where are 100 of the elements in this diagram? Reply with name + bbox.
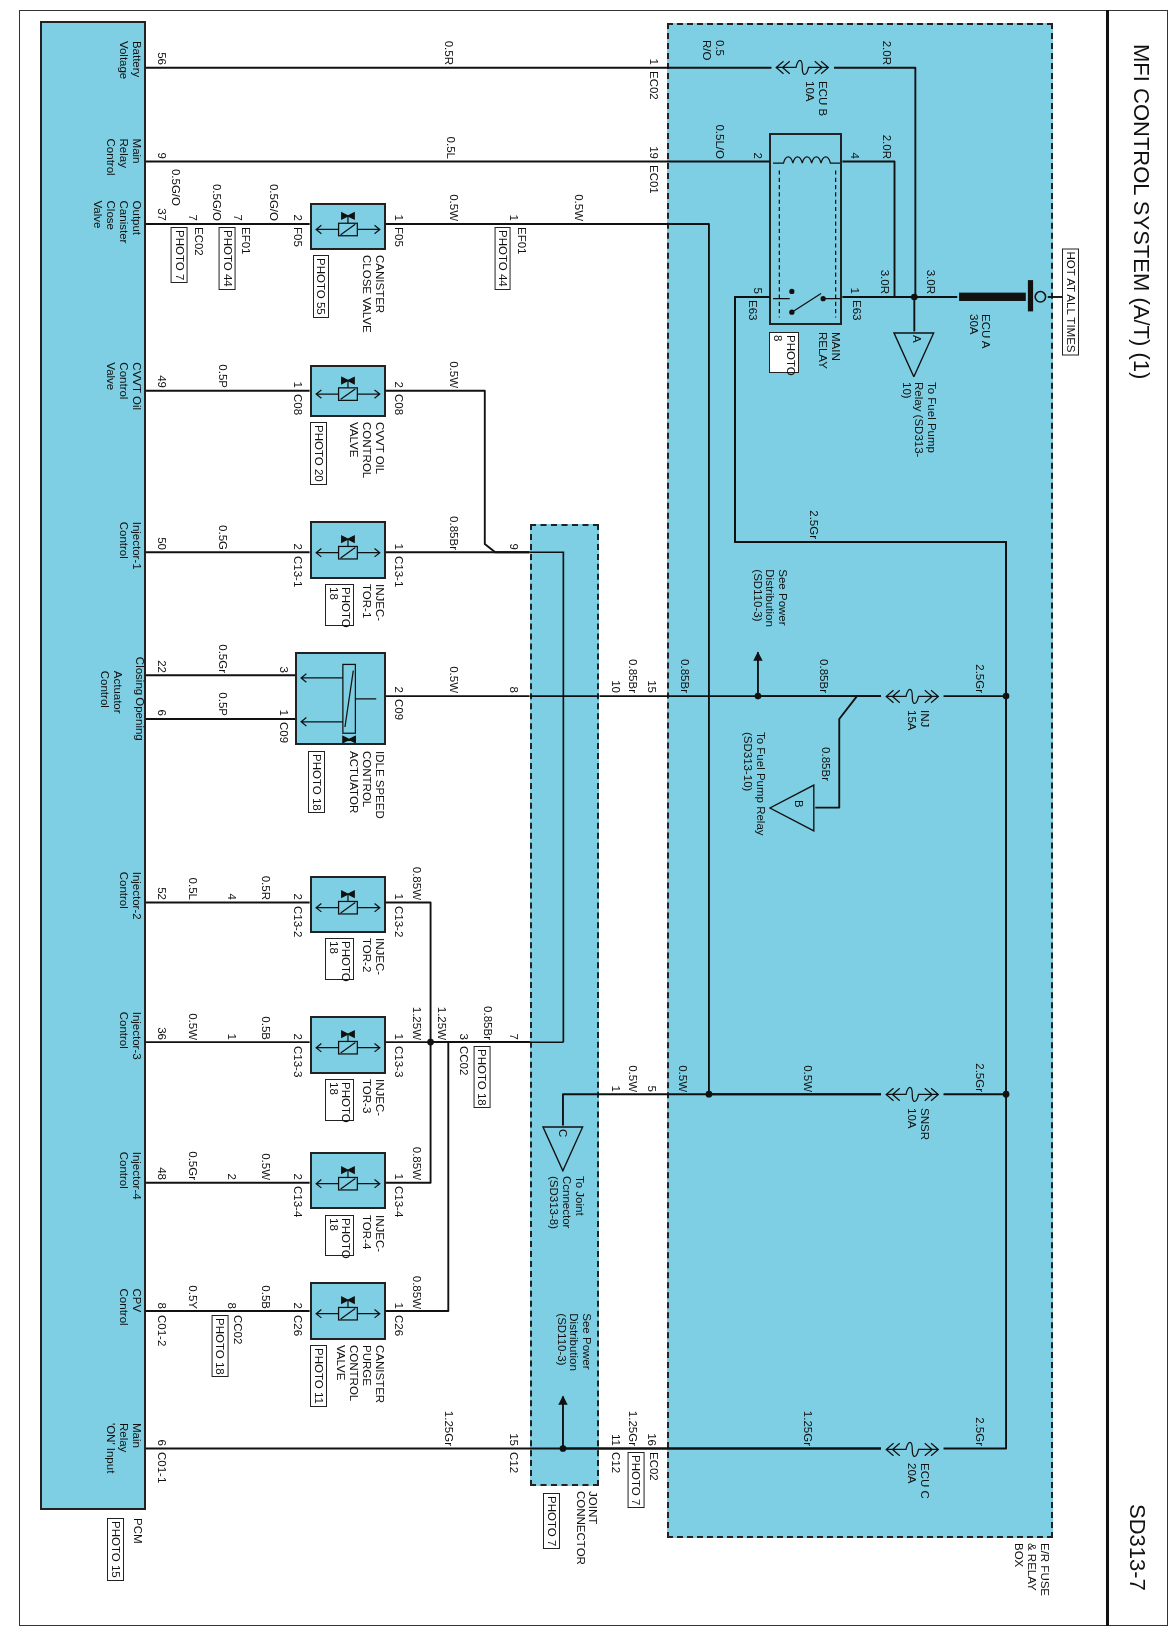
pin-number: 9 (155, 152, 169, 159)
photo-reference-tag: PHOTO 18 (324, 1214, 355, 1257)
pin-function-label: Actuator Control (98, 670, 125, 716)
connector-id: C09 (277, 722, 290, 744)
pin-function-label: CPV Control (117, 1288, 146, 1335)
component-name: INJEC- TOR-3 (359, 1079, 386, 1119)
pin-number: 2 (751, 152, 765, 159)
pin-function-label: Output Canister Close Valve (91, 200, 146, 248)
pin-function-label: Injector-4 Control (117, 1152, 146, 1215)
photo-reference-tag: PHOTO 20 (310, 422, 328, 485)
pin-number: 1 (391, 543, 405, 550)
photo-reference-tag: PHOTO 15 (107, 1517, 125, 1581)
pin-number: 5 (645, 1085, 659, 1092)
supply-label: HOT AT ALL TIMES (1062, 248, 1080, 356)
pin-number: 2 (290, 1033, 304, 1040)
wire (562, 1093, 882, 1127)
connector-id: E63 (850, 300, 864, 321)
reference-note: To Fuel Pump Relay (SD313-10) (741, 731, 768, 838)
connector-id: C01-1 (155, 1452, 169, 1484)
wire-spec-label: 0.5Gr (186, 1151, 200, 1181)
wire-spec-label: 0.5W (186, 1012, 200, 1040)
wire-spec-label: 0.5G/O (168, 168, 182, 206)
wire (384, 695, 531, 698)
connector-id: C13-1 (391, 555, 405, 587)
pin-number: 1 (507, 214, 521, 222)
wire-spec-label: 0.5P (215, 364, 229, 388)
component-name: CANISTER PURGE CONTROL VALVE (334, 1344, 386, 1406)
wire-spec-label: 0.85W (410, 1147, 424, 1181)
wire-spec-label: 1.25Gr (801, 1410, 815, 1447)
pin-number: 22 (155, 659, 169, 673)
wire-spec-label: 0.5W (447, 194, 460, 222)
photo-reference-tag: PHOTO 7 (542, 1492, 560, 1550)
pin-number: 10 (608, 680, 622, 694)
connector-id: EC02 (647, 70, 661, 100)
reference-letter: A (909, 334, 923, 343)
photo-reference-tag: PHOTO 18 (324, 583, 355, 626)
wire (913, 296, 958, 333)
component-name: IDLE SPEED CONTROL ACTUATOR (347, 750, 386, 821)
connector-id: C13-1 (290, 555, 304, 587)
pin-function-label: Main Relay 'ON' Input (104, 1423, 146, 1476)
photo-reference-tag: PHOTO 7 (627, 1452, 645, 1509)
pin-number: 5 (751, 287, 765, 295)
component-name: INJEC- TOR-2 (359, 938, 386, 978)
wire-spec-label: 0.5G/O (210, 184, 224, 222)
pin-number: 1 (848, 287, 862, 295)
pin-number: 49 (155, 375, 169, 388)
wire-spec-label: 2.5Gr (973, 1417, 987, 1447)
wire-spec-label: 0.5W (676, 1064, 690, 1092)
pin-number: 9 (507, 543, 521, 550)
arrow (558, 1395, 882, 1450)
photo-reference-tag: PHOTO 18 (308, 750, 326, 814)
wire-spec-label: 1.25W (435, 1006, 449, 1040)
pin-number: 1 (608, 1085, 622, 1092)
wire-spec-label: 0.85Br (447, 515, 460, 550)
connector-id: EF01 (514, 227, 528, 255)
pin-number: 2 (290, 214, 304, 222)
wire (145, 1041, 311, 1044)
component-name: JOINT CONNECTOR (573, 1490, 600, 1567)
pin-number: 1 (391, 1033, 405, 1040)
wire-spec-label: 2.5Gr (973, 664, 987, 694)
wire (145, 1310, 311, 1312)
wire-spec-label: 2.0R (879, 40, 893, 65)
wire (734, 296, 1007, 1450)
pin-function-label: CVVT Oil Control Valve (104, 362, 146, 420)
connector-id: C01-2 (155, 1314, 169, 1346)
pin-number: 8 (225, 1302, 238, 1309)
wire-spec-label: 0.5P (215, 692, 229, 717)
wire-spec-label: 0.5G (215, 524, 229, 550)
pin-number: 4 (225, 893, 238, 900)
wire-spec-label: 1.25W (410, 1006, 424, 1040)
arrow (753, 651, 882, 698)
reference-note: See Power Distribution (SD110-3) (750, 569, 793, 653)
wire (145, 389, 311, 392)
connector-id: C26 (391, 1314, 405, 1336)
connector-id: C13-4 (290, 1186, 304, 1218)
connector-id: C08 (391, 393, 405, 416)
wire-spec-label: 0.85W (410, 1275, 424, 1309)
pin-number: 7 (186, 214, 200, 222)
pin-number: 2 (290, 893, 304, 900)
pin-number: 16 (645, 1433, 659, 1447)
pin-number: 2 (225, 1173, 238, 1181)
photo-reference-tag: PHOTO 18 (211, 1314, 229, 1378)
pin-number: 4 (848, 152, 862, 159)
wire-spec-label: 0.5L (443, 136, 457, 159)
wire-spec-label: 0.5L (186, 877, 200, 900)
pin-number: 3 (457, 1033, 471, 1040)
wire-spec-label: 0.85Br (678, 659, 692, 694)
fuse-name: SNSR 10A (905, 1108, 931, 1143)
wire-spec-label: 1.25Gr (441, 1410, 455, 1447)
wire-spec-label: 0.5W (447, 666, 460, 694)
connector-id: C09 (391, 699, 405, 721)
page-number: SD313-7 (1124, 1504, 1149, 1592)
wire (145, 66, 773, 69)
component-name: MAIN RELAY (816, 331, 843, 371)
component-name: E/R FUSE & RELAY BOX (1012, 1542, 1051, 1598)
photo-reference-tag: PHOTO 44 (218, 227, 236, 290)
pin-number: 15 (507, 1433, 521, 1447)
wire (145, 674, 296, 677)
pin-number: 11 (608, 1434, 622, 1447)
pin-number: 6 (155, 709, 169, 717)
